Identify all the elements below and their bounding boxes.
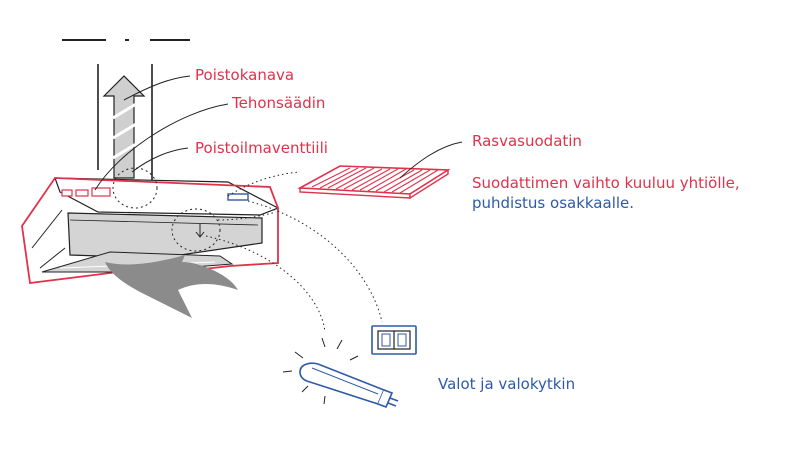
label-valot: Valot ja valokytkin bbox=[438, 375, 576, 393]
dotted-connectors bbox=[205, 171, 383, 333]
filter-leader-line bbox=[399, 141, 463, 179]
grease-filter-icon bbox=[297, 165, 451, 200]
label-filter-note-line2: puhdistus osakkaalle. bbox=[472, 194, 635, 212]
up-arrow-icon bbox=[102, 75, 146, 179]
label-poistoilmaventtiili: Poistoilmaventtiili bbox=[195, 139, 328, 157]
power-control-icon bbox=[61, 187, 111, 197]
light-bulb-icon bbox=[282, 337, 399, 409]
label-tehonsaadin: Tehonsäädin bbox=[232, 94, 326, 112]
hood-switch-icon bbox=[227, 193, 249, 201]
leader-lines bbox=[94, 75, 229, 191]
filter-highlight-circle bbox=[171, 208, 221, 252]
label-poistokanava: Poistokanava bbox=[195, 66, 295, 84]
label-filter-note-line1: Suodattimen vaihto kuuluu yhtiölle, bbox=[472, 174, 740, 192]
small-arrow-icon bbox=[195, 224, 205, 238]
label-rasvasuodatin: Rasvasuodatin bbox=[472, 132, 582, 150]
exhaust-duct bbox=[97, 64, 153, 184]
valve-highlight-circle bbox=[112, 167, 158, 209]
light-switch-icon bbox=[371, 325, 417, 355]
airflow-arrow-icon bbox=[105, 255, 238, 318]
